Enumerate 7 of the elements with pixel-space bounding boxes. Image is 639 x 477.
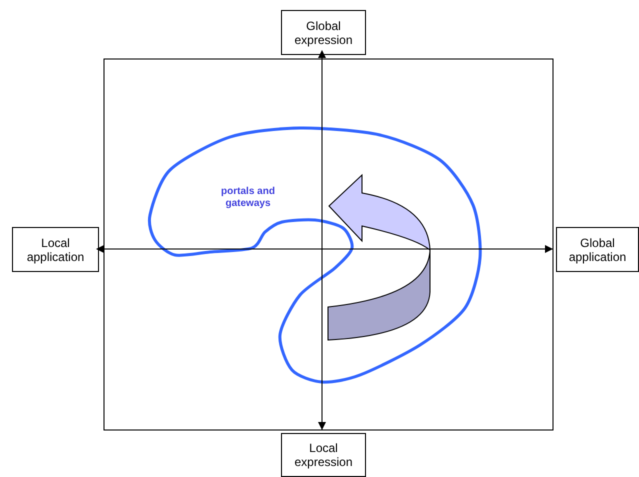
label-box: Global application: [556, 227, 639, 272]
label-box: Global expression: [281, 10, 366, 55]
region-label: portals and gateways: [220, 186, 276, 210]
axis-arrow: [96, 245, 554, 253]
label-box: Local application: [12, 227, 99, 272]
axis-arrow: [318, 50, 326, 430]
label-box: Local expression: [281, 433, 366, 477]
